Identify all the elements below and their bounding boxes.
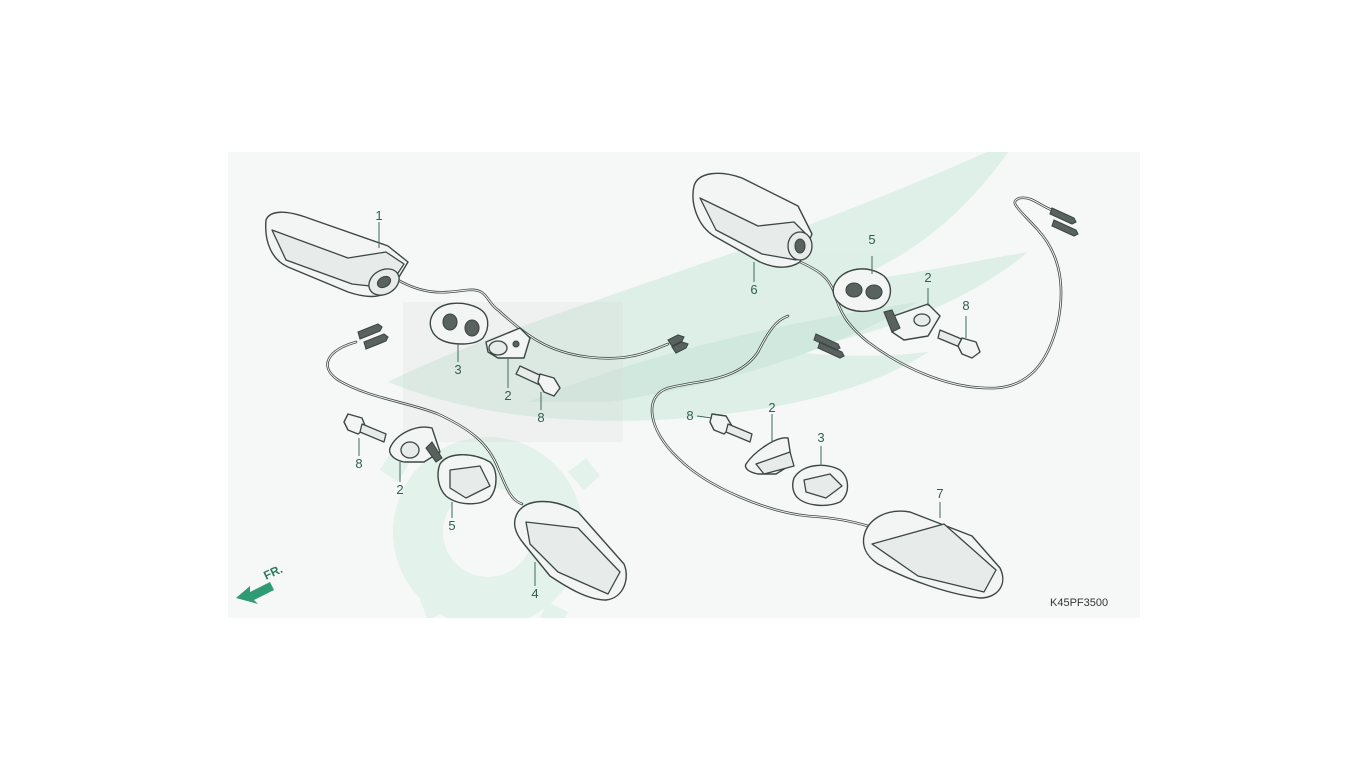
callout-part-6: 6 [750,282,757,297]
callout-part-2: 2 [504,388,511,403]
leader-lines [358,222,967,586]
part-7-turn-signal-light [650,314,1004,599]
callout-part-8: 8 [537,410,544,425]
part-6-turn-signal-light [692,172,1079,390]
part-5-socket-lower-left [437,454,497,505]
front-direction-indicator: FR. [236,562,285,604]
callout-part-7: 7 [936,486,943,501]
callout-part-1: 1 [375,208,382,223]
callout-part-2: 2 [396,482,403,497]
callout-part-5: 5 [448,518,455,533]
front-label: FR. [261,562,284,583]
part-5-socket-upper-right [832,268,891,313]
part-8-bolt-upper [515,365,561,397]
part-2-bracket-lower-right [744,437,795,475]
part-2-bracket-lower-left [388,426,443,463]
part-3-rubber-grommet-lower-right [791,464,849,507]
diagram-code: K45PF3500 [1050,597,1108,609]
part-8-bolt-lower-right [709,413,753,443]
front-arrow-icon [236,582,274,604]
part-3-rubber-grommet-upper [429,302,489,345]
parts-diagram-panel: 1 3 2 8 8 2 5 4 6 5 2 8 8 2 3 7 FR. K45P… [228,152,1140,618]
part-4-turn-signal-light [326,323,627,601]
callout-part-8: 8 [355,456,362,471]
callout-part-8: 8 [962,298,969,313]
callout-part-3: 3 [817,430,824,445]
callout-part-4: 4 [531,586,538,601]
callout-part-8: 8 [686,408,693,423]
callout-part-2: 2 [768,400,775,415]
parts-diagram: 1 3 2 8 8 2 5 4 6 5 2 8 8 2 3 7 FR. K45P… [236,152,1108,618]
callout-part-2: 2 [924,270,931,285]
part-8-bolt-upper-right [937,329,981,359]
part-1-turn-signal-light [265,211,689,360]
callout-labels: 1 3 2 8 8 2 5 4 6 5 2 8 8 2 3 7 [355,208,969,601]
callout-part-5: 5 [868,232,875,247]
callout-part-3: 3 [454,362,461,377]
part-2-bracket-upper-right [883,303,941,341]
part-2-bracket-upper [485,327,531,359]
part-8-bolt-lower-left [343,413,387,443]
